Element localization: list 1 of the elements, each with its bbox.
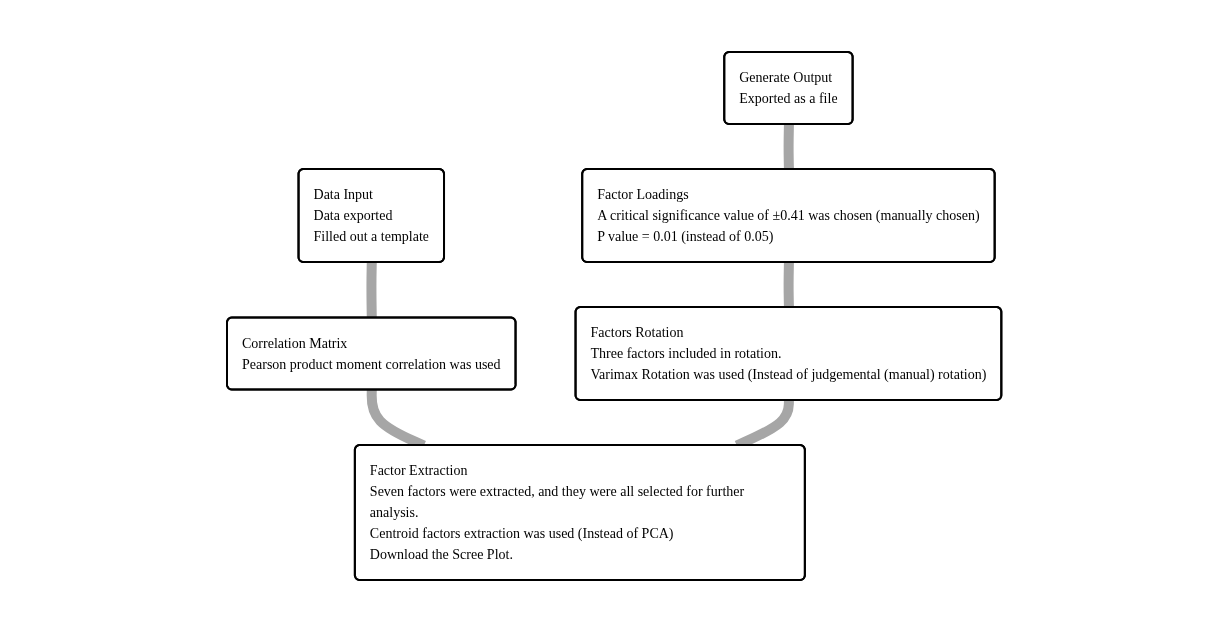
- connector: [366, 260, 378, 318]
